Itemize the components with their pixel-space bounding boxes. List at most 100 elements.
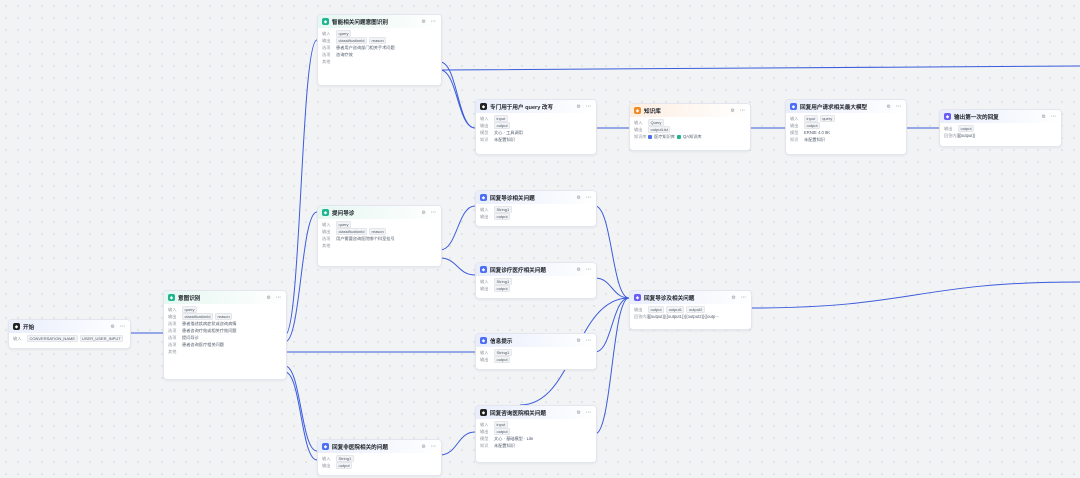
node-settings-icon[interactable]: ⚙ — [421, 209, 426, 216]
node-more-icon[interactable]: ··· — [586, 409, 591, 416]
node-more-icon[interactable]: ··· — [586, 194, 591, 201]
node-type-icon: ◆ — [790, 103, 797, 110]
node-title: 回复用户请求相关最大模型 — [800, 104, 868, 111]
node-more-icon[interactable]: ··· — [431, 443, 436, 450]
node-header[interactable]: ◆开始⚙··· — [9, 320, 130, 333]
variable-tag: query — [336, 30, 352, 37]
node-settings-icon[interactable]: ⚙ — [421, 443, 426, 450]
field-value: {{output}} — [958, 133, 976, 138]
field-label: 输入 — [322, 221, 331, 227]
node-field-row: 回答内容{{output}} — [944, 132, 1057, 139]
field-label: 输出 — [480, 356, 489, 362]
field-label: 其他 — [322, 242, 331, 248]
node-settings-icon[interactable]: ⚙ — [1041, 113, 1046, 120]
node-field-row: 选项提问导诊 — [168, 334, 282, 341]
node-header[interactable]: ◆回复用户请求相关最大模型 ⚙ ··· — [786, 100, 906, 113]
node-title: 回复非医院相关的问题 — [332, 444, 388, 451]
field-label: 模型 — [480, 129, 489, 135]
variable-tag: reason — [215, 313, 233, 320]
variable-tag: output1 — [666, 306, 685, 313]
node-settings-icon[interactable]: ⚙ — [886, 103, 891, 110]
variable-tag: outputList — [648, 126, 671, 133]
node-header[interactable]: ◆智能相关问题意图识别⚙··· — [318, 15, 441, 28]
node-header[interactable]: ◆信息提示⚙··· — [476, 334, 596, 347]
node-more-icon[interactable]: ··· — [120, 323, 125, 330]
node-header[interactable]: ◆提问导诊⚙··· — [318, 206, 441, 219]
knowledge-file-name[interactable]: 医疗知识库 — [654, 133, 675, 139]
node-settings-icon[interactable]: ⚙ — [421, 18, 426, 25]
node-settings-icon[interactable]: ⚙ — [576, 103, 581, 110]
node-header[interactable]: ◆专门用于用户 query 改写⚙··· — [476, 100, 596, 113]
field-label: 其他 — [322, 58, 331, 64]
node-header[interactable]: ◆回复导诊相关问题⚙··· — [476, 191, 596, 204]
node-header[interactable]: ◆回复导诊及相关问题⚙··· — [630, 291, 751, 304]
node-settings-icon[interactable]: ⚙ — [576, 337, 581, 344]
variable-tag: reason — [369, 228, 387, 235]
node-more-icon[interactable]: ··· — [896, 103, 901, 110]
node-more-icon[interactable]: ··· — [741, 294, 746, 301]
node-more-icon[interactable]: ··· — [431, 209, 436, 216]
node-header[interactable]: ◆回复诊疗医疗相关问题⚙··· — [476, 263, 596, 276]
node-header[interactable]: ◆回复咨询医院相关问题⚙··· — [476, 406, 596, 419]
field-label: 输出 — [790, 122, 799, 128]
variable-tag: output — [494, 213, 511, 220]
field-label: 回答内容 — [944, 132, 961, 138]
node-field-row: 其他 — [168, 348, 282, 355]
node-settings-icon[interactable]: ⚙ — [266, 294, 271, 301]
node-more-icon[interactable]: ··· — [431, 18, 436, 25]
node-more-icon[interactable]: ··· — [740, 107, 745, 114]
node-settings-icon[interactable]: ⚙ — [731, 294, 736, 301]
node-settings-icon[interactable]: ⚙ — [576, 266, 581, 273]
node-more-icon[interactable]: ··· — [1051, 113, 1056, 120]
node-header[interactable]: ◆意图识别⚙··· — [164, 291, 286, 304]
node-header[interactable]: ◆输出第一次的回复⚙··· — [940, 110, 1061, 123]
field-value: 提问导诊 — [182, 334, 199, 340]
node-settings-icon[interactable]: ⚙ — [576, 409, 581, 416]
node-header[interactable]: ◆知识库⚙··· — [630, 104, 750, 117]
node-title: 开始 — [23, 324, 35, 331]
node-settings-icon[interactable]: ⚙ — [110, 323, 115, 330]
field-label: 选项 — [322, 44, 331, 50]
node-more-icon[interactable]: ··· — [586, 103, 591, 110]
field-label: 输出 — [480, 285, 489, 291]
node-settings-icon[interactable]: ⚙ — [576, 194, 581, 201]
field-value: 未配置知识 — [804, 136, 825, 142]
variable-tag: classificationId — [336, 37, 368, 44]
field-value: 未配置知识 — [494, 136, 515, 142]
knowledge-file-name[interactable]: QA知识库 — [682, 133, 702, 139]
node-title: 回复导诊相关问题 — [490, 195, 535, 202]
node-more-icon[interactable]: ··· — [276, 294, 281, 301]
edge — [594, 297, 630, 353]
node-more-icon[interactable]: ··· — [586, 337, 591, 344]
variable-tag: output — [494, 285, 511, 292]
node-settings-icon[interactable]: ⚙ — [730, 107, 735, 114]
node-more-icon[interactable]: ··· — [586, 266, 591, 273]
node-type-icon: ◆ — [944, 113, 951, 120]
node-header[interactable]: ◆回复非医院相关的问题⚙··· — [318, 440, 441, 453]
node-type-icon: ◆ — [480, 266, 487, 273]
field-value: 文心 · 工具调用 — [494, 129, 523, 135]
edge — [284, 39, 318, 336]
